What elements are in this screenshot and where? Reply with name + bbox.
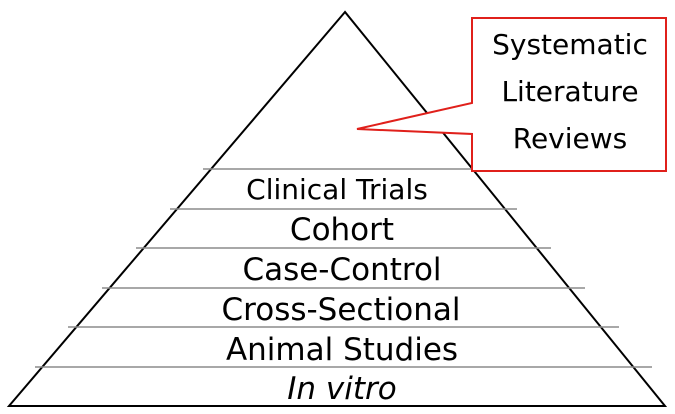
- tier-label-in-vitro: In vitro: [287, 371, 396, 407]
- callout-line-literature: Literature: [501, 75, 638, 108]
- tier-label-case-control: Case-Control: [242, 252, 441, 288]
- tier-label-cross-sectional: Cross-Sectional: [222, 292, 461, 328]
- systematic-review-callout-box: [356, 17, 667, 172]
- tier-label-animal-studies: Animal Studies: [226, 332, 458, 368]
- callout-line-reviews: Reviews: [513, 122, 628, 155]
- tier-label-cohort: Cohort: [290, 212, 394, 248]
- tier-label-clinical-trials: Clinical Trials: [246, 173, 428, 206]
- callout-line-systematic: Systematic: [492, 28, 648, 61]
